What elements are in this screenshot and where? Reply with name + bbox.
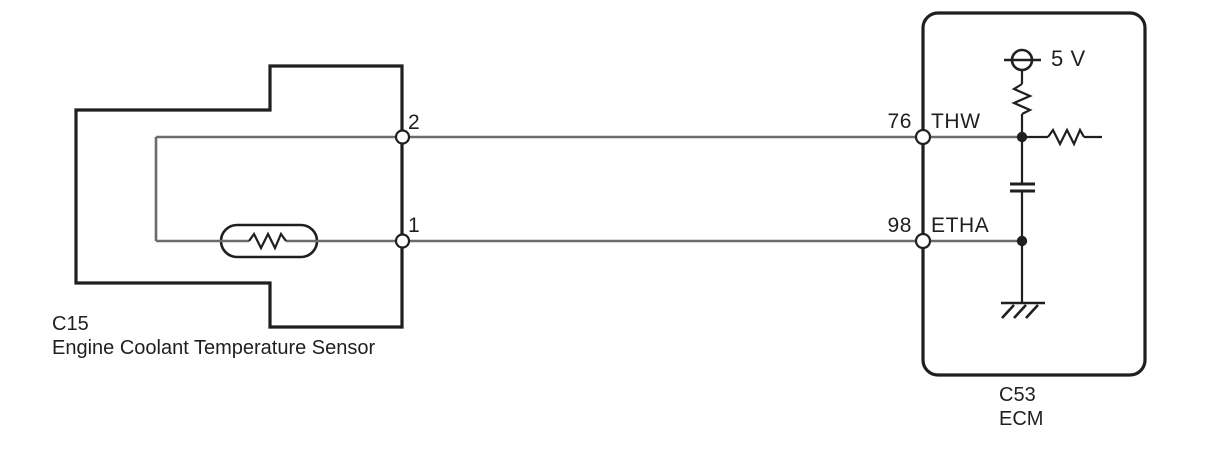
junction-dot-etha [1016, 235, 1028, 247]
sensor-caption: C15 Engine Coolant Temperature Sensor [52, 312, 375, 360]
ground-icon [1001, 301, 1045, 319]
ground-hatch-1 [1001, 304, 1015, 319]
sensor-pin-1-label: 1 [408, 214, 421, 237]
supply-voltage-label: 5 V [1051, 46, 1086, 71]
pullup-resistor-icon [1011, 83, 1033, 115]
ecm-pin-76-number: 76 [887, 110, 912, 133]
ecm-pin-98-signal-label: ETHA [931, 214, 990, 237]
ecm-caption: C53 ECM [999, 383, 1043, 431]
sensor-connector-outline [74, 64, 404, 329]
ecm-pin-98-terminal [914, 232, 932, 250]
sensor-pin-2-label: 2 [408, 111, 421, 134]
ground-hatch-3 [1025, 304, 1039, 319]
ecm-pin-76-terminal [914, 128, 932, 146]
ecm-name-label: ECM [999, 408, 1044, 430]
ecm-pin-76-signal-label: THW [931, 110, 981, 133]
junction-dot-thw [1016, 131, 1028, 143]
ground-hatch-2 [1013, 304, 1027, 319]
sensor-pin-1-terminal [394, 233, 411, 249]
series-resistor-icon [1047, 127, 1085, 147]
sensor-connector-id: C15 [52, 313, 89, 335]
ecm-box [921, 11, 1147, 377]
pin-terminals [394, 128, 932, 250]
sensor-name-label: Engine Coolant Temperature Sensor [52, 337, 376, 359]
thermistor-icon [248, 231, 287, 251]
ecm-pin-98-number: 98 [887, 214, 912, 237]
ecm-connector-id: C53 [999, 384, 1036, 406]
ecm-internal-circuit [1001, 48, 1102, 319]
sensor-pin-2-terminal [394, 129, 411, 145]
